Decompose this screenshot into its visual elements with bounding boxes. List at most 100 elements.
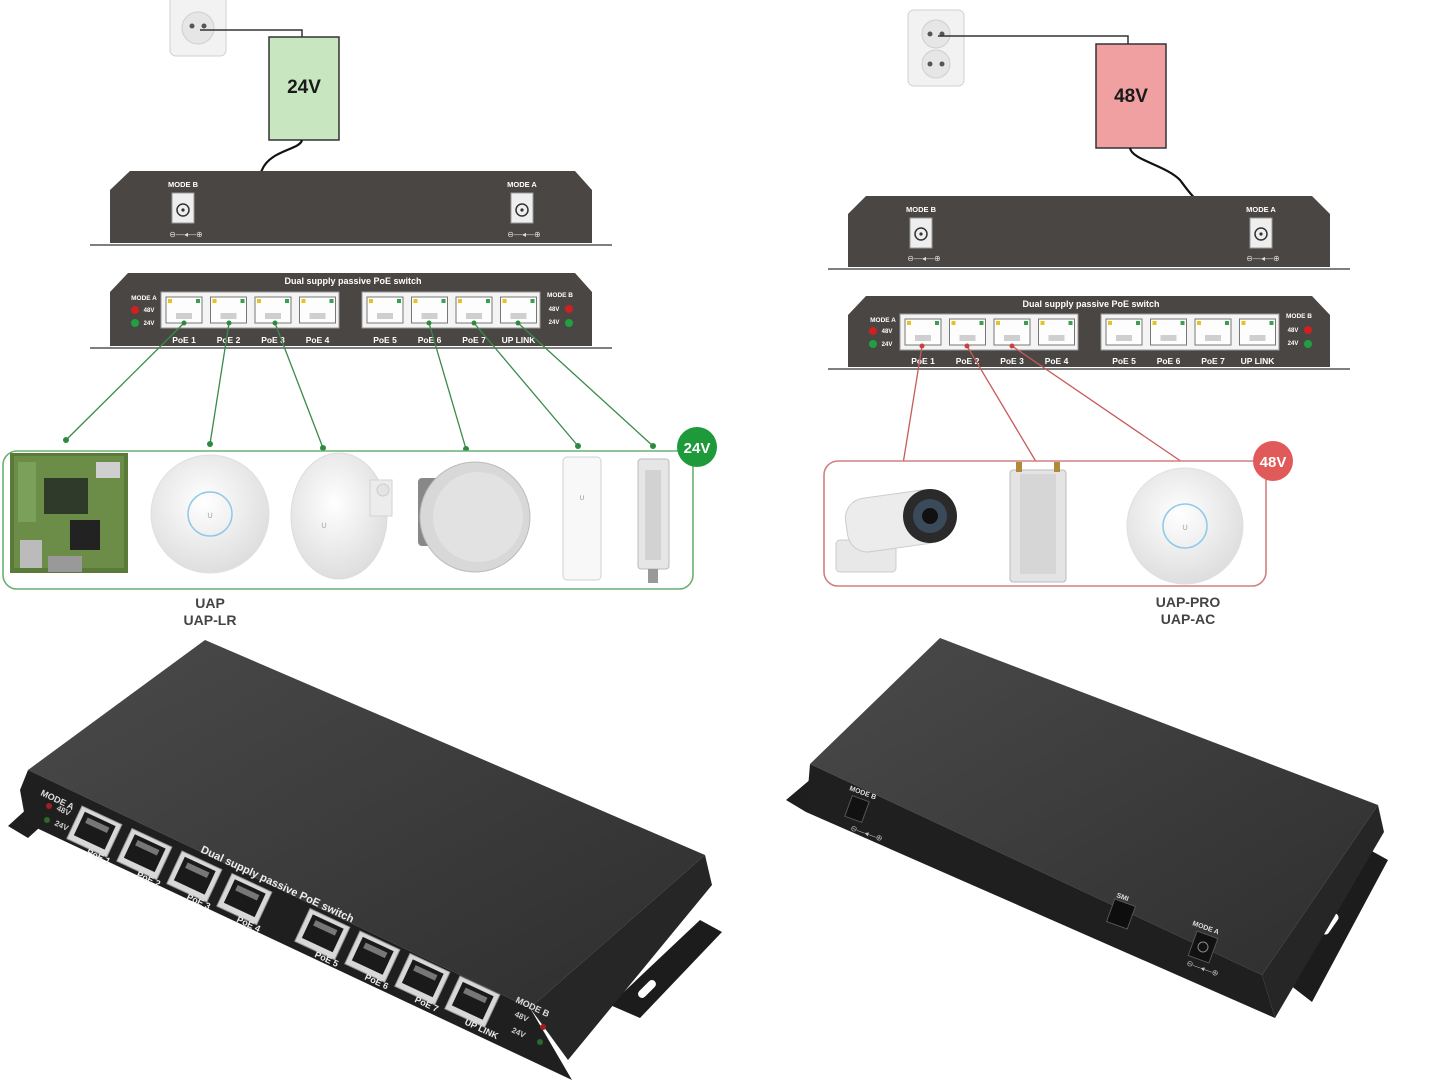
port-label: UP LINK [502, 335, 537, 345]
rj45-port [165, 296, 203, 324]
mode-b-label: MODE B [168, 180, 199, 189]
uap-device: ∪ [150, 454, 270, 574]
port-label: PoE 5 [373, 335, 397, 345]
rj45-port [500, 296, 537, 324]
svg-text:48V: 48V [882, 329, 893, 335]
uap-pro-device: ∪ [1126, 467, 1244, 585]
power-supply-24v: 24V [268, 36, 340, 141]
mount-tab-right-back [1290, 850, 1388, 1002]
nanobeam-device: ∪ [290, 452, 393, 580]
svg-text:⊖—◂—⊕: ⊖—◂—⊕ [907, 254, 940, 263]
svg-text:⊖—◂—⊕: ⊖—◂—⊕ [169, 230, 202, 239]
svg-text:SMI: SMI [1115, 892, 1129, 903]
port-label: UP LINK [1241, 356, 1276, 366]
port-label: PoE 3 [1000, 356, 1024, 366]
svg-text:48V: 48V [1114, 86, 1148, 107]
mount-tab-right [610, 920, 722, 1018]
port-label: PoE 1 [172, 335, 196, 345]
switch-front-panel-right: Dual supply passive PoE switch MODE A 48… [828, 296, 1350, 370]
rocket-device [637, 458, 670, 583]
photo-rj45-port [116, 827, 173, 881]
rj45-port [366, 296, 404, 324]
photo-rj45-port [216, 872, 273, 926]
photo-rj45-port [166, 850, 223, 903]
led-24v [131, 319, 139, 327]
switch-title: Dual supply passive PoE switch [284, 276, 421, 286]
svg-text:∪: ∪ [207, 510, 214, 520]
svg-text:UAP-LR: UAP-LR [184, 612, 237, 628]
wall-outlet-right [907, 9, 965, 87]
nanostation-device: ∪ [562, 456, 602, 581]
caption-48v: UAP-PRO UAP-AC [1156, 594, 1221, 627]
svg-text:MODE A: MODE A [1246, 205, 1276, 214]
wall-outlet-left [169, 0, 227, 57]
svg-text:24V: 24V [882, 342, 893, 348]
port-label: PoE 3 [261, 335, 285, 345]
photo-rj45-port [444, 975, 501, 1028]
rj45-port [1038, 318, 1075, 346]
supply-label: 24V [287, 77, 321, 98]
svg-text:UAP-PRO: UAP-PRO [1156, 594, 1221, 610]
svg-text:MODE B: MODE B [906, 205, 937, 214]
svg-text:24V: 24V [144, 321, 155, 327]
svg-text:MODE A: MODE A [131, 295, 157, 302]
svg-text:48V: 48V [1288, 328, 1299, 334]
svg-text:24V: 24V [684, 440, 711, 457]
led-48v [131, 306, 139, 314]
left-connection-lines [65, 322, 654, 450]
svg-text:Dual supply passive PoE switch: Dual supply passive PoE switch [1022, 299, 1159, 309]
svg-text:48V: 48V [144, 308, 155, 314]
rj45-port [949, 318, 986, 346]
port-label: PoE 2 [956, 356, 980, 366]
port-label: PoE 6 [1157, 356, 1181, 366]
port-label: PoE 6 [418, 335, 442, 345]
svg-text:MODE B: MODE B [1286, 313, 1312, 320]
port-label: PoE 5 [1112, 356, 1136, 366]
powerbeam-device [418, 461, 531, 573]
switch-front-panel-left: Dual supply passive PoE switch MODE A 48… [90, 273, 612, 349]
photo-rj45-port [394, 952, 451, 1006]
svg-text:∪: ∪ [1182, 522, 1189, 532]
rj45-port [1150, 318, 1187, 346]
photo-rj45-port [344, 930, 401, 983]
svg-text:24V: 24V [1288, 341, 1299, 347]
badge-24v: 24V [677, 427, 717, 467]
svg-text:∪: ∪ [321, 520, 328, 530]
rj45-port [210, 296, 247, 324]
port-label: PoE 4 [306, 335, 330, 345]
switch-back-panel-right: MODE B ⊖—◂—⊕ MODE A ⊖—◂—⊕ [828, 196, 1350, 270]
switch-photo-front: MODE A 48V 24V Dual supply passive PoE s… [8, 640, 722, 1080]
rj45-port [299, 296, 336, 324]
switch-photo-back: MODE B ⊖—◂—⊕ SMI MODE A ⊖—◂—⊕ [786, 638, 1388, 1018]
svg-text:48V: 48V [549, 307, 560, 313]
svg-text:UAP: UAP [195, 595, 225, 611]
mode-a-label: MODE A [507, 180, 537, 189]
badge-48v: 48V [1253, 441, 1293, 481]
svg-text:⊖—◂—⊕: ⊖—◂—⊕ [507, 230, 540, 239]
right-diagram: 48V MODE B ⊖—◂—⊕ MODE A ⊖—◂—⊕ Dual suppl… [823, 9, 1350, 627]
svg-text:MODE B: MODE B [547, 292, 573, 299]
svg-text:⊖—◂—⊕: ⊖—◂—⊕ [1246, 254, 1279, 263]
power-supply-48v: 48V [1095, 43, 1167, 149]
rj45-port [411, 296, 448, 324]
rj45-port [1105, 318, 1143, 346]
rj45-port [455, 296, 493, 324]
svg-text:24V: 24V [549, 320, 560, 326]
port-label: PoE 7 [1201, 356, 1225, 366]
svg-text:MODE A: MODE A [870, 317, 896, 324]
rj45-port [904, 318, 942, 346]
port-label: PoE 4 [1045, 356, 1069, 366]
switch-back-panel-left: MODE B ⊖—◂—⊕ MODE A ⊖—◂—⊕ [90, 171, 612, 246]
svg-text:UAP-AC: UAP-AC [1161, 611, 1215, 627]
rj45-port [254, 296, 292, 324]
photo-rj45-port [294, 907, 351, 961]
port-label: PoE 7 [462, 335, 486, 345]
svg-text:∪: ∪ [579, 493, 585, 502]
port-label: PoE 1 [911, 356, 935, 366]
rj45-port [1239, 318, 1276, 346]
camera-device [835, 489, 957, 573]
right-connection-lines [902, 345, 1186, 466]
svg-text:48V: 48V [1260, 454, 1287, 471]
port-label: PoE 2 [217, 335, 241, 345]
